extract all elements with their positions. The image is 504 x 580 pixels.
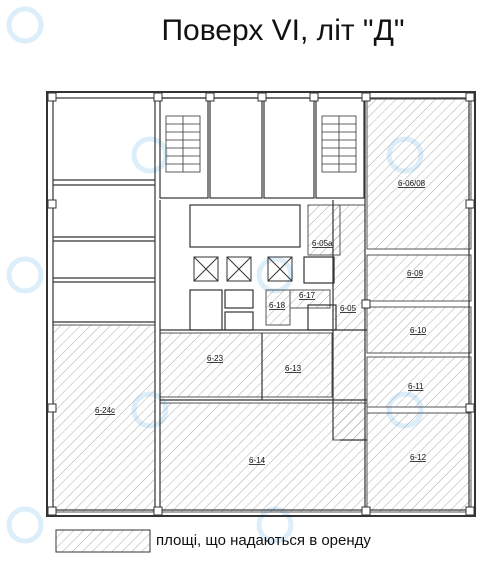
page-title: Поверх VI, літ "Д"	[161, 14, 405, 47]
elevator-shafts	[193, 256, 293, 282]
room-label-6-09: 6-09	[407, 269, 424, 278]
columns	[47, 92, 475, 516]
room-label-6-10: 6-10	[410, 326, 427, 335]
room-6-12-area	[366, 412, 472, 513]
stairs	[165, 115, 357, 173]
room-6-18-area	[265, 289, 291, 326]
room-label-6-14: 6-14	[249, 456, 266, 465]
room-label-6-13: 6-13	[285, 364, 302, 373]
room-label-6-05: 6-05	[340, 304, 357, 313]
room-label-6-18: 6-18	[269, 301, 286, 310]
room-6-09-area	[366, 254, 472, 302]
room-label-6-12: 6-12	[410, 453, 427, 462]
room-6-05a-area	[307, 204, 341, 256]
room-label-6-24c: 6-24c	[95, 406, 115, 415]
legend-text: площі, що надаються в оренду	[156, 532, 371, 549]
room-label-6-11: 6-11	[408, 382, 424, 391]
room-6-24c-area	[52, 324, 156, 513]
room-6-23-area	[159, 332, 263, 398]
room-labels: 6-06/08 6-09 6-10 6-11 6-12 6-14 6-24c 6…	[95, 179, 427, 465]
room-6-10-area	[366, 306, 472, 354]
room-6-06-08-area	[366, 98, 472, 250]
room-label-6-23: 6-23	[207, 354, 224, 363]
room-6-11-area	[366, 356, 472, 408]
room-6-13-area	[261, 332, 333, 398]
room-label-6-06-08: 6-06/08	[398, 179, 426, 188]
legend-swatch	[55, 529, 151, 553]
room-label-6-17: 6-17	[299, 291, 316, 300]
room-label-6-05a: 6-05a	[312, 239, 333, 248]
